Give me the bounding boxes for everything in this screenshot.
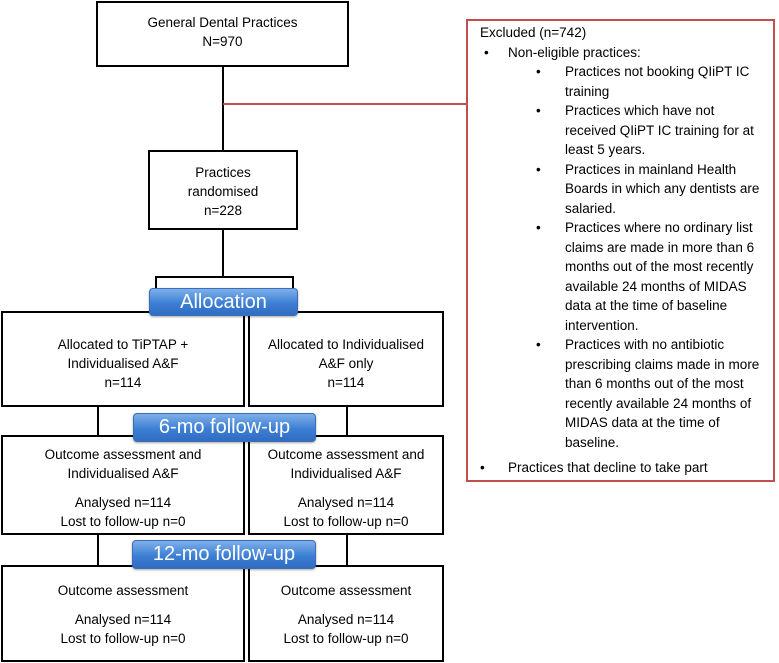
connector-general-to-randomised <box>222 66 224 151</box>
box-text: Allocated to TiPTAP + <box>57 337 189 352</box>
excluded-reason: Practices in mainland Health Boards in w… <box>480 160 767 219</box>
lost-count: Lost to follow-up n=0 <box>60 514 186 529</box>
box-text: Allocated to Individualised <box>267 337 425 352</box>
box-text: Individualised A&F <box>67 356 179 371</box>
analysed-count: Analysed n=114 <box>74 495 172 510</box>
general-practices-box: General Dental Practices N=970 <box>96 1 349 67</box>
fu6-stage-label: 6-mo follow-up <box>133 413 316 442</box>
connector-exclusion <box>223 103 467 105</box>
box-count: n=228 <box>204 203 242 218</box>
allocated-tiptap-box: Allocated to TiPTAP + Individualised A&F… <box>1 311 245 407</box>
box-text: Outcome assessment <box>57 583 189 598</box>
analysed-count: Analysed n=114 <box>74 612 172 627</box>
analysed-count: Analysed n=114 <box>297 612 395 627</box>
excluded-reason: Practices which have not received QIiPT … <box>480 101 767 160</box>
box-text: Outcome assessment and <box>267 447 425 462</box>
analysed-count: Analysed n=114 <box>297 495 395 510</box>
fu6-left-box: Outcome assessment and Individualised A&… <box>1 435 245 535</box>
box-text: Outcome assessment and <box>44 447 202 462</box>
excluded-title: Excluded (n=742) <box>480 25 587 40</box>
fu12-right-box: Outcome assessment Analysed n=114 Lost t… <box>248 565 444 662</box>
connector-left-fu6-fu12 <box>97 534 99 566</box>
fu12-left-box: Outcome assessment Analysed n=114 Lost t… <box>1 565 245 662</box>
connector-right-fu6-fu12 <box>346 534 348 566</box>
box-text: Practices <box>195 165 251 180</box>
box-text: Individualised A&F <box>290 466 402 481</box>
box-text: A&F only <box>318 356 374 371</box>
box-text: Individualised A&F <box>67 466 179 481</box>
box-text: randomised <box>187 184 259 199</box>
connector-split <box>156 276 294 278</box>
box-count: N=970 <box>202 34 243 49</box>
allocation-stage-label: Allocation <box>149 288 298 316</box>
excluded-reason: Practices not booking QIiPT IC training <box>480 62 767 101</box>
excluded-reason: Practices where no ordinary list claims … <box>480 218 767 335</box>
box-text: Outcome assessment <box>280 583 412 598</box>
excluded-box: Excluded (n=742) Non-eligible practices:… <box>466 19 775 482</box>
excluded-declined: Practices that decline to take part <box>480 458 708 478</box>
lost-count: Lost to follow-up n=0 <box>60 631 186 646</box>
connector-left-alloc-fu6 <box>97 406 99 436</box>
excluded-group-label: Non-eligible practices: <box>480 43 767 63</box>
randomised-box: Practices randomised n=228 <box>148 150 298 230</box>
box-count: n=114 <box>327 375 365 390</box>
lost-count: Lost to follow-up n=0 <box>283 631 409 646</box>
excluded-reason: Practices with no antibiotic prescribing… <box>480 335 767 452</box>
fu6-right-box: Outcome assessment and Individualised A&… <box>248 435 444 535</box>
box-count: n=114 <box>104 375 142 390</box>
box-text: General Dental Practices <box>147 15 298 30</box>
lost-count: Lost to follow-up n=0 <box>283 514 409 529</box>
connector-right-alloc-fu6 <box>346 406 348 436</box>
allocated-af-only-box: Allocated to Individualised A&F only n=1… <box>248 311 444 407</box>
connector-randomised-down <box>222 229 224 277</box>
excluded-reasons-list: Practices not booking QIiPT IC training … <box>480 62 767 452</box>
fu12-stage-label: 12-mo follow-up <box>132 540 316 569</box>
